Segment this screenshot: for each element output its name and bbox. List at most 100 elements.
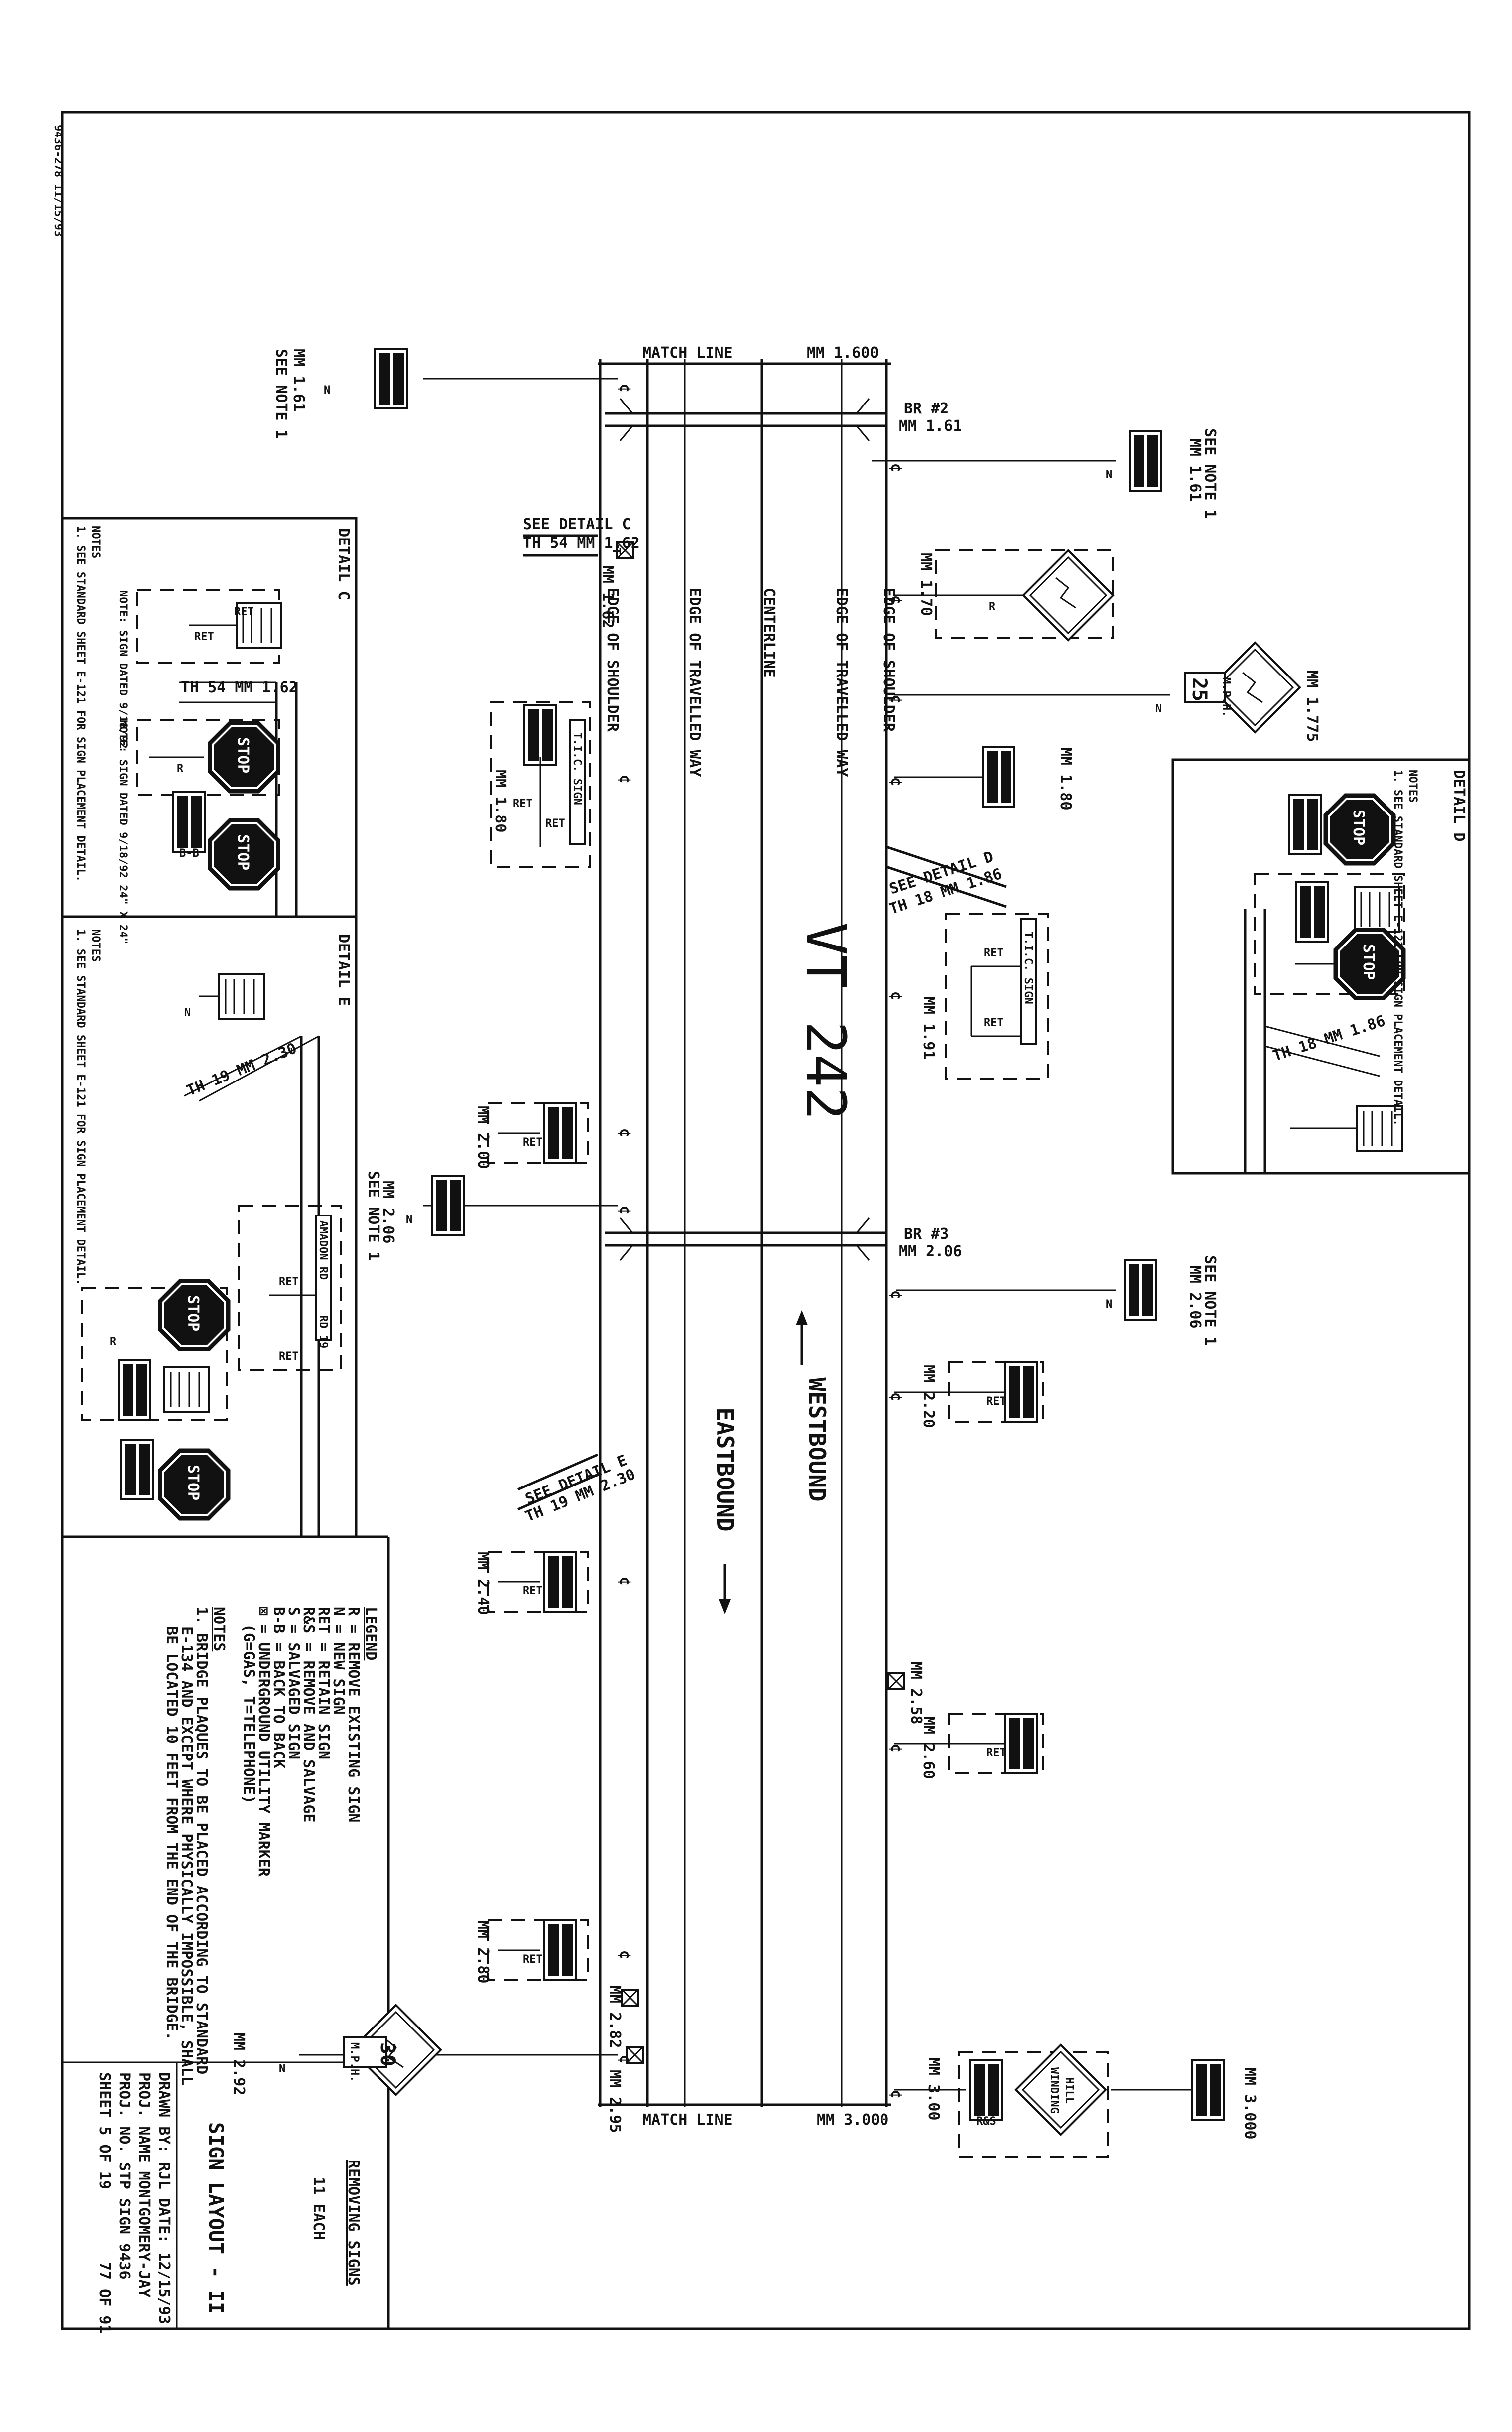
svg-text:SEE NOTE 1: SEE NOTE 1 [1201, 1255, 1219, 1346]
sign-260-east: MM 2.60 RET [894, 1713, 1044, 1779]
delineator-161: ¢ [616, 384, 633, 393]
sign-curve-170-east: MM 1.70 R [894, 549, 1114, 641]
svg-text:N: N [279, 2063, 285, 2075]
see-detail-c: SEE DETAIL C [523, 516, 631, 533]
svg-text:MM 2.20: MM 2.20 [920, 1365, 937, 1428]
westbound-label: WESTBOUND [804, 1377, 831, 1501]
svg-text:AMADON RD: AMADON RD [317, 1220, 329, 1280]
tic-sign-west: T.I.C. SIGN MM 1.80 RET RET [490, 701, 591, 868]
svg-text:M.P.H.: M.P.H. [348, 2042, 361, 2082]
svg-text:DETAIL E: DETAIL E [335, 934, 352, 1006]
svg-text:MM 1.91: MM 1.91 [920, 996, 937, 1059]
svg-text:MM 2.60: MM 2.60 [920, 1716, 937, 1779]
sign-bridge-3-west: MM 2.06 SEE NOTE 1 N [365, 1171, 618, 1261]
mm-295: MM 2.95 [606, 2070, 624, 2133]
svg-text:MM 2.00: MM 2.00 [474, 1106, 492, 1169]
svg-text:STOP: STOP [234, 834, 252, 870]
edge-shoulder-west: EDGE OF SHOULDER [604, 588, 621, 732]
sign-bridge-2-west: MM 1.61 SEE NOTE 1 N [272, 348, 618, 439]
delineator-east-180: ¢ [887, 777, 905, 786]
header-code: 9436-278 11/15/93 [52, 125, 64, 237]
svg-text:WINDING: WINDING [1048, 2067, 1060, 2114]
detail-d: DETAIL D TH 18 MM 1.86 STOP STOP NOTES 1… [1244, 770, 1468, 1173]
svg-text:S = SALVAGED SIGN: S = SALVAGED SIGN [285, 1607, 302, 1759]
marker-162-code: T [610, 548, 622, 554]
mm-258: MM 2.58 [907, 1661, 925, 1724]
svg-text:SEE NOTE 1: SEE NOTE 1 [365, 1171, 382, 1261]
svg-text:TH 18 MM 1.86: TH 18 MM 1.86 [1271, 1012, 1387, 1065]
delineator-220: ¢ [887, 1392, 905, 1401]
svg-text:MM 2.92: MM 2.92 [230, 2032, 248, 2095]
proj-name: PROJ. NAME MONTGOMERY-JAY [135, 2072, 153, 2297]
bridge-2-mm: MM 1.61 [899, 417, 962, 435]
svg-text:N: N [184, 1007, 191, 1019]
svg-text:T.I.C. SIGN: T.I.C. SIGN [571, 732, 583, 805]
delineator-191: ¢ [887, 991, 905, 1000]
svg-text:1. SEE STANDARD SHEET E-121 FO: 1. SEE STANDARD SHEET E-121 FOR SIGN PLA… [1391, 770, 1404, 1126]
svg-text:RET: RET [523, 1585, 543, 1597]
svg-text:STOP: STOP [184, 1465, 202, 1500]
svg-text:STOP: STOP [1360, 944, 1377, 980]
delineator-300: ¢ [887, 2090, 905, 2099]
svg-text:N = NEW SIGN: N = NEW SIGN [330, 1607, 347, 1715]
svg-text:M.P.H.: M.P.H. [1220, 677, 1232, 717]
svg-text:MM 2.80: MM 2.80 [474, 1920, 492, 1983]
svg-text:R: R [110, 1336, 117, 1348]
svg-text:SEE NOTE 1: SEE NOTE 1 [1201, 428, 1219, 519]
svg-text:MM 3.00: MM 3.00 [925, 2057, 942, 2120]
svg-text:BE LOCATED 10 FEET FROM THE EN: BE LOCATED 10 FEET FROM THE END OF THE B… [163, 1626, 180, 2040]
svg-text:MM 1.61: MM 1.61 [1186, 438, 1204, 501]
delineator-east-206: ¢ [887, 1290, 905, 1299]
proj-no: PROJ. NO. STP SIGN 9436 [116, 2072, 133, 2279]
svg-text:N: N [324, 384, 330, 397]
centerline-label: CENTERLINE [760, 588, 778, 678]
svg-text:E-134 AND EXCEPT WHERE PHYSICA: E-134 AND EXCEPT WHERE PHYSICALLY IMPOSS… [178, 1626, 195, 2085]
detail-e-box [61, 915, 358, 1538]
svg-text:MM 3.000: MM 3.000 [1241, 2067, 1259, 2140]
mm-282: MM 2.82 [606, 1985, 624, 2048]
svg-text:N: N [1106, 469, 1112, 481]
svg-text:STOP: STOP [234, 737, 252, 773]
svg-text:NOTE: SIGN DATED 9/18/92 24" X: NOTE: SIGN DATED 9/18/92 24" X 24" [117, 720, 129, 944]
svg-text:1. SEE STANDARD SHEET E-121 FO: 1. SEE STANDARD SHEET E-121 FOR SIGN PLA… [74, 526, 87, 882]
svg-text:TH 54 MM 1.62: TH 54 MM 1.62 [181, 679, 298, 696]
delineator-east-161: ¢ [887, 463, 905, 472]
svg-text:RET: RET [984, 947, 1004, 959]
delineator-1775: ¢ [887, 695, 905, 704]
sign-240-west: MM 2.40 RET [474, 1551, 589, 1615]
detail-d-box [1171, 758, 1471, 1175]
svg-text:MM 2.40: MM 2.40 [474, 1552, 492, 1615]
sheet-border [61, 111, 1471, 2330]
svg-text:R&S = REMOVE AND SALVAGE: R&S = REMOVE AND SALVAGE [300, 1607, 317, 1822]
svg-text:T.I.C. SIGN: T.I.C. SIGN [1022, 932, 1034, 1004]
svg-text:N: N [1155, 703, 1162, 715]
svg-text:RET: RET [523, 1953, 543, 1966]
svg-text:HILL: HILL [1063, 2077, 1075, 2104]
svg-text:R: R [989, 601, 996, 613]
svg-text:MM 2.06: MM 2.06 [1186, 1265, 1204, 1328]
svg-text:LEGEND: LEGEND [362, 1607, 379, 1660]
sign-curve-30mph-west: 30 M.P.H. MM 2.92 N [230, 2004, 618, 2096]
svg-text:MM 1.80: MM 1.80 [1057, 747, 1074, 810]
sign-curve-25mph-east: 25 M.P.H. MM 1.775 N [894, 642, 1321, 742]
delineator-206: ¢ [616, 1206, 633, 1215]
sign-3000-far-east: MM 3.000 [1111, 2059, 1259, 2140]
mm-162: MM 1.62 [599, 565, 616, 628]
road-name: VT 242 [794, 922, 858, 1120]
eastbound-label: EASTBOUND [712, 1407, 739, 1531]
sign-180-east: MM 1.80 N [894, 746, 1074, 810]
detail-e: DETAIL E TH 19 MM 2.30 N AMADON RD RD 19… [74, 929, 352, 1537]
sign-220-east: MM 2.20 RET [894, 1361, 1044, 1428]
svg-text:MM 1.775: MM 1.775 [1303, 670, 1321, 742]
svg-text:B-B = BACK TO BACK: B-B = BACK TO BACK [270, 1607, 287, 1768]
svg-text:RET: RET [545, 817, 565, 830]
sign-200-west: MM 2.00 RET [474, 1102, 589, 1169]
sign-bridge-2-east: MM 1.61 SEE NOTE 1 N [872, 428, 1219, 519]
svg-text:MM 1.70: MM 1.70 [917, 553, 935, 616]
roadway [517, 359, 1007, 2107]
tic-sign-east: T.I.C. SIGN MM 1.91 RET RET [920, 913, 1049, 1080]
sheet-title: SIGN LAYOUT - II [204, 2122, 227, 2314]
delineator-170: ¢ [887, 595, 905, 604]
svg-text:30: 30 [376, 2042, 399, 2066]
